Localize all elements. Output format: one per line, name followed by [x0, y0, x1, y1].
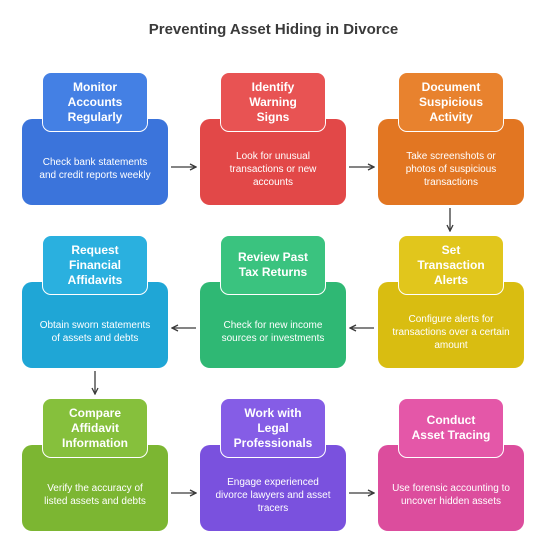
step-title: Document Suspicious Activity	[398, 72, 504, 132]
step-title: Identify Warning Signs	[220, 72, 326, 132]
step-title: Review Past Tax Returns	[220, 235, 326, 295]
step-description: Verify the accuracy of listed assets and…	[44, 483, 146, 507]
step-card: Check bank statements and credit reports…	[22, 119, 168, 205]
step-title: Monitor Accounts Regularly	[42, 72, 148, 132]
diagram-title: Preventing Asset Hiding in Divorce	[148, 21, 399, 38]
step-card: Use forensic accounting to uncover hidde…	[378, 445, 524, 531]
step-description: Look for unusual transactions or new acc…	[229, 150, 317, 188]
step-title: Request Financial Affidavits	[42, 235, 148, 295]
step-title: Work with Legal Professionals	[220, 398, 326, 458]
step-description: Check bank statements and credit reports…	[39, 157, 151, 181]
step-description: Check for new income sources or investme…	[221, 320, 325, 344]
step-description: Use forensic accounting to uncover hidde…	[392, 483, 510, 507]
step-card: Obtain sworn statements of assets and de…	[22, 282, 168, 368]
step-card: Configure alerts for transactions over a…	[378, 282, 524, 368]
step-description: Configure alerts for transactions over a…	[392, 313, 510, 351]
step-description: Obtain sworn statements of assets and de…	[39, 320, 151, 344]
step-description: Take screenshots or photos of suspicious…	[405, 150, 497, 188]
step-card: Look for unusual transactions or new acc…	[200, 119, 346, 205]
step-title: Compare Affidavit Information	[42, 398, 148, 458]
step-title: Conduct Asset Tracing	[398, 398, 504, 458]
step-card: Verify the accuracy of listed assets and…	[22, 445, 168, 531]
step-card: Check for new income sources or investme…	[200, 282, 346, 368]
step-description: Engage experienced divorce lawyers and a…	[215, 476, 331, 514]
step-title: Set Transaction Alerts	[398, 235, 504, 295]
step-card: Engage experienced divorce lawyers and a…	[200, 445, 346, 531]
step-card: Take screenshots or photos of suspicious…	[378, 119, 524, 205]
